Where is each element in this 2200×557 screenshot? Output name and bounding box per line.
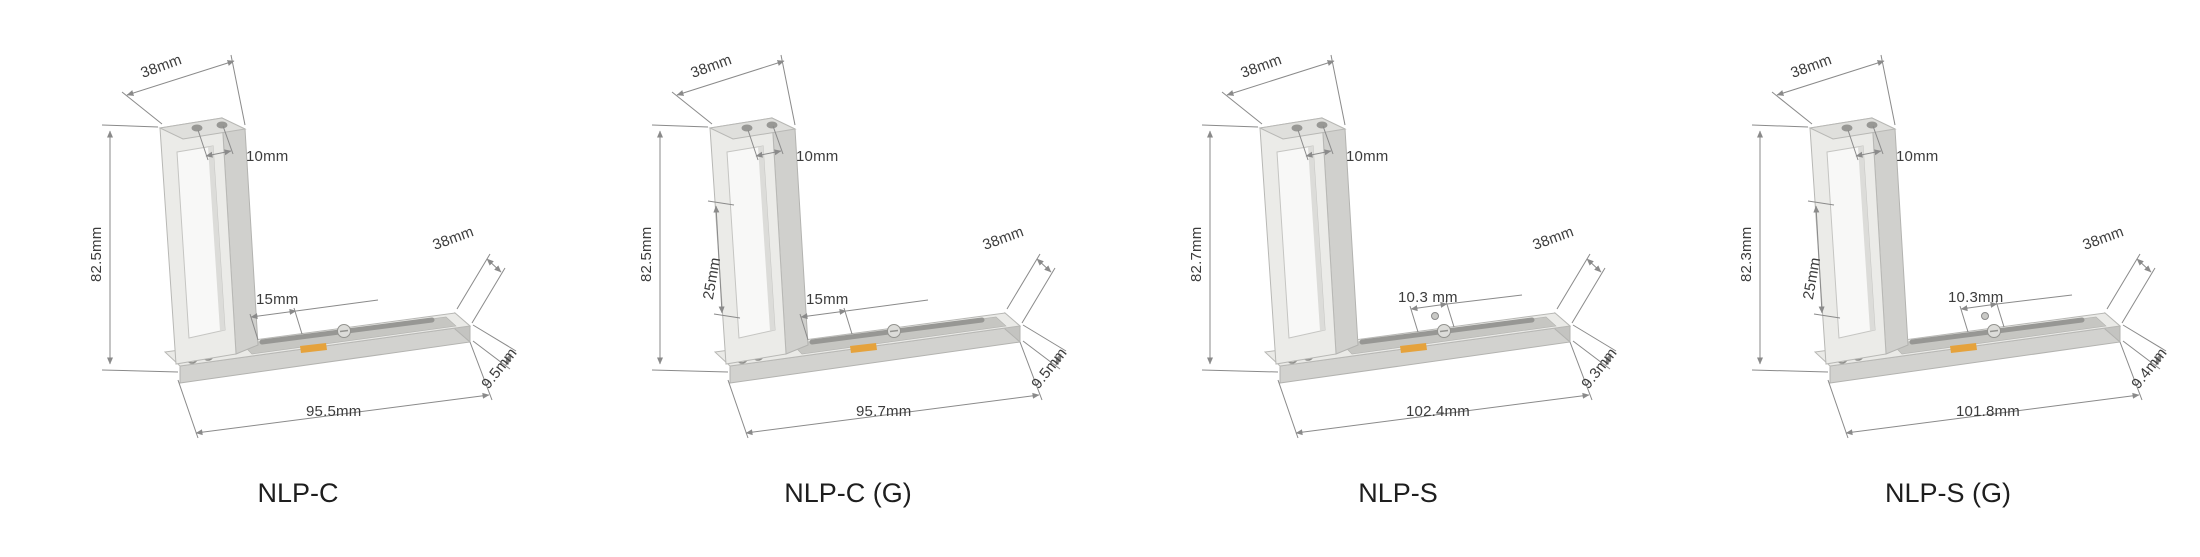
product-name: NLP-C (G) — [784, 478, 912, 508]
dim-height-label: 82.5mm — [88, 226, 105, 282]
dim-hole-offset-label: 10mm — [246, 148, 289, 165]
dim-slot-label: 15mm — [806, 291, 849, 308]
dim-hole-offset-label: 10mm — [796, 148, 839, 165]
l-bracket-illustration — [0, 0, 550, 557]
l-bracket-illustration — [1650, 0, 2200, 557]
dim-length-label: 95.5mm — [306, 403, 362, 420]
product-panel-nlp-c-g: 38mm 10mm 82.5mm 25mm 15mm 38mm 95.7mm 9… — [550, 0, 1100, 557]
dim-hole-offset-label: 10mm — [1896, 148, 1939, 165]
product-name: NLP-S (G) — [1884, 478, 2011, 508]
dim-slot-label: 10.3 mm — [1398, 289, 1458, 306]
dim-length-label: 102.4mm — [1406, 403, 1470, 420]
product-name: NLP-C — [257, 478, 339, 508]
dim-height-label: 82.3mm — [1738, 226, 1755, 282]
product-panel-nlp-s-g: 38mm 10mm 82.3mm 25mm 10.3mm 38mm 101.8m… — [1650, 0, 2200, 557]
l-bracket-illustration — [550, 0, 1100, 557]
dim-height-label: 82.5mm — [638, 226, 655, 282]
dim-length-label: 101.8mm — [1956, 403, 2020, 420]
l-bracket-illustration — [1100, 0, 1650, 557]
dim-slot-label: 15mm — [256, 291, 299, 308]
product-name: NLP-S — [1358, 478, 1438, 508]
dim-height-label: 82.7mm — [1188, 226, 1205, 282]
product-panel-nlp-c: 38mm 10mm 82.5mm 15mm 38mm 95.5mm 9.5mm … — [0, 0, 550, 557]
dim-slot-label: 10.3mm — [1948, 289, 2004, 306]
dim-length-label: 95.7mm — [856, 403, 912, 420]
dim-hole-offset-label: 10mm — [1346, 148, 1389, 165]
product-panel-nlp-s: 38mm 10mm 82.7mm 10.3 mm 38mm 102.4mm 9.… — [1100, 0, 1650, 557]
